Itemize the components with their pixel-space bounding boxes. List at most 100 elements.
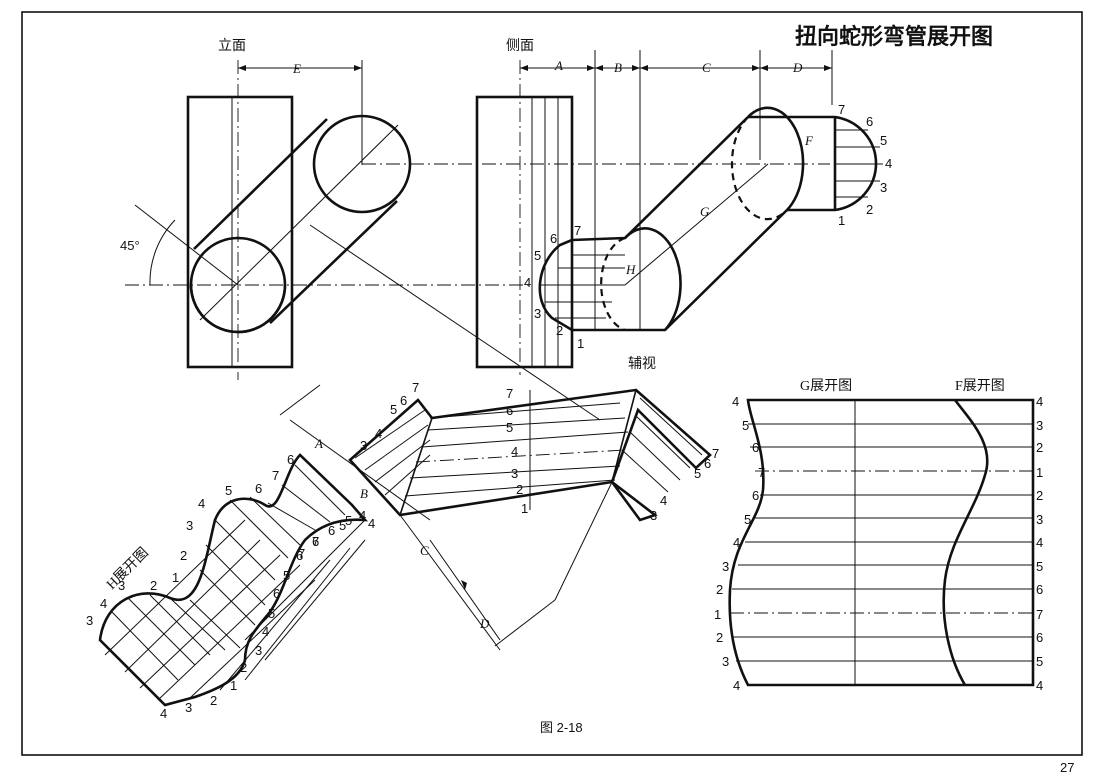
front-view: 立面 E 45° [120, 38, 830, 421]
g-points: 4 5 6 7 6 5 4 3 2 1 2 3 4 [714, 394, 765, 693]
svg-text:5: 5 [225, 483, 232, 498]
svg-text:7: 7 [312, 534, 319, 549]
svg-text:3: 3 [511, 466, 518, 481]
svg-text:1: 1 [230, 678, 237, 693]
svg-text:1: 1 [838, 213, 845, 228]
dim-a-label: A [554, 58, 563, 73]
aux-dim-a: A [314, 436, 323, 451]
figure-caption: 图 2-18 [540, 720, 583, 735]
side-view-label: 侧面 [506, 38, 534, 54]
f-development-title: F展开图 [955, 379, 1005, 394]
svg-text:4: 4 [375, 426, 382, 441]
h-development: H展开图 [98, 453, 369, 707]
svg-text:2: 2 [240, 660, 247, 675]
aux-dim-b: B [360, 486, 368, 501]
svg-text:5: 5 [534, 248, 541, 263]
svg-text:3: 3 [650, 508, 657, 523]
svg-text:3: 3 [186, 518, 193, 533]
dim-b-label: B [614, 60, 622, 75]
svg-text:5: 5 [880, 133, 887, 148]
svg-text:7: 7 [1036, 607, 1043, 622]
svg-text:3: 3 [86, 613, 93, 628]
svg-text:4: 4 [1036, 535, 1043, 550]
svg-text:6: 6 [287, 452, 294, 467]
surface-f-label: F [804, 133, 814, 148]
surface-g-label: G [700, 204, 710, 219]
f-points: 4 3 2 1 2 3 4 5 6 7 6 5 4 [1036, 394, 1043, 693]
svg-text:2: 2 [210, 693, 217, 708]
svg-text:3: 3 [534, 306, 541, 321]
svg-text:4: 4 [732, 394, 739, 409]
svg-text:2: 2 [180, 548, 187, 563]
svg-text:3: 3 [185, 700, 192, 715]
svg-text:6: 6 [506, 403, 513, 418]
svg-text:5: 5 [390, 402, 397, 417]
svg-text:7: 7 [298, 546, 305, 561]
h-development-title: H展开图 [104, 545, 151, 592]
h-points: 3 4 3 2 1 2 3 4 5 6 7 6 5 6 7 6 5 4 4 3 … [86, 452, 375, 721]
svg-text:5: 5 [345, 513, 352, 528]
svg-text:5: 5 [506, 420, 513, 435]
svg-text:2: 2 [716, 582, 723, 597]
svg-text:1: 1 [172, 570, 179, 585]
svg-text:1: 1 [521, 501, 528, 516]
svg-text:5: 5 [742, 418, 749, 433]
svg-text:6: 6 [550, 231, 557, 246]
dim-d-label: D [792, 60, 803, 75]
svg-text:7: 7 [272, 468, 279, 483]
svg-text:4: 4 [359, 508, 366, 523]
svg-text:6: 6 [273, 586, 280, 601]
gf-generators [730, 423, 1033, 662]
svg-text:1: 1 [714, 607, 721, 622]
svg-text:6: 6 [328, 523, 335, 538]
side-lower-points: 7 6 5 4 3 2 1 [524, 223, 584, 351]
svg-text:3: 3 [118, 578, 125, 593]
svg-text:2: 2 [150, 578, 157, 593]
side-view: 侧面 A B C D H G [475, 38, 883, 375]
svg-text:6: 6 [400, 393, 407, 408]
svg-text:6: 6 [296, 548, 303, 563]
front-view-label: 立面 [218, 38, 246, 54]
svg-text:4: 4 [1036, 394, 1043, 409]
svg-text:3: 3 [722, 654, 729, 669]
svg-text:6: 6 [255, 481, 262, 496]
svg-text:1: 1 [577, 336, 584, 351]
aux-dim-c: C [420, 543, 429, 558]
svg-text:4: 4 [1036, 678, 1043, 693]
svg-text:4: 4 [660, 493, 667, 508]
svg-text:3: 3 [360, 438, 367, 453]
svg-text:5: 5 [339, 518, 346, 533]
svg-text:7: 7 [838, 102, 845, 117]
svg-text:7: 7 [574, 223, 581, 238]
svg-text:6: 6 [1036, 630, 1043, 645]
svg-text:2: 2 [866, 202, 873, 217]
svg-text:6: 6 [752, 440, 759, 455]
aux-points: 7 6 5 4 3 7 6 5 4 3 2 1 7 6 5 4 3 [360, 380, 719, 523]
aux-view-label: 辅视 [628, 356, 656, 372]
svg-text:4: 4 [885, 156, 892, 171]
dim-e-label: E [292, 61, 301, 76]
svg-text:5: 5 [1036, 654, 1043, 669]
svg-text:4: 4 [198, 496, 205, 511]
svg-text:4: 4 [262, 624, 269, 639]
aux-dim-d: D [479, 616, 490, 631]
svg-text:4: 4 [100, 596, 107, 611]
svg-text:7: 7 [412, 380, 419, 395]
page-number: 27 [1060, 760, 1074, 775]
svg-text:2: 2 [1036, 488, 1043, 503]
svg-text:1: 1 [1036, 465, 1043, 480]
svg-text:7: 7 [758, 465, 765, 480]
svg-text:2: 2 [516, 482, 523, 497]
dim-c-label: C [702, 60, 711, 75]
aux-view: 辅视 A B C D [279, 356, 712, 651]
border-frame [21, 11, 1083, 756]
svg-text:5: 5 [283, 568, 290, 583]
svg-text:4: 4 [733, 678, 740, 693]
side-upper-points: 7 6 5 4 3 2 1 [838, 102, 892, 228]
svg-text:2: 2 [716, 630, 723, 645]
surface-h-label: H [625, 262, 636, 277]
svg-text:4: 4 [511, 444, 518, 459]
svg-text:7: 7 [712, 446, 719, 461]
svg-text:4: 4 [160, 706, 167, 721]
